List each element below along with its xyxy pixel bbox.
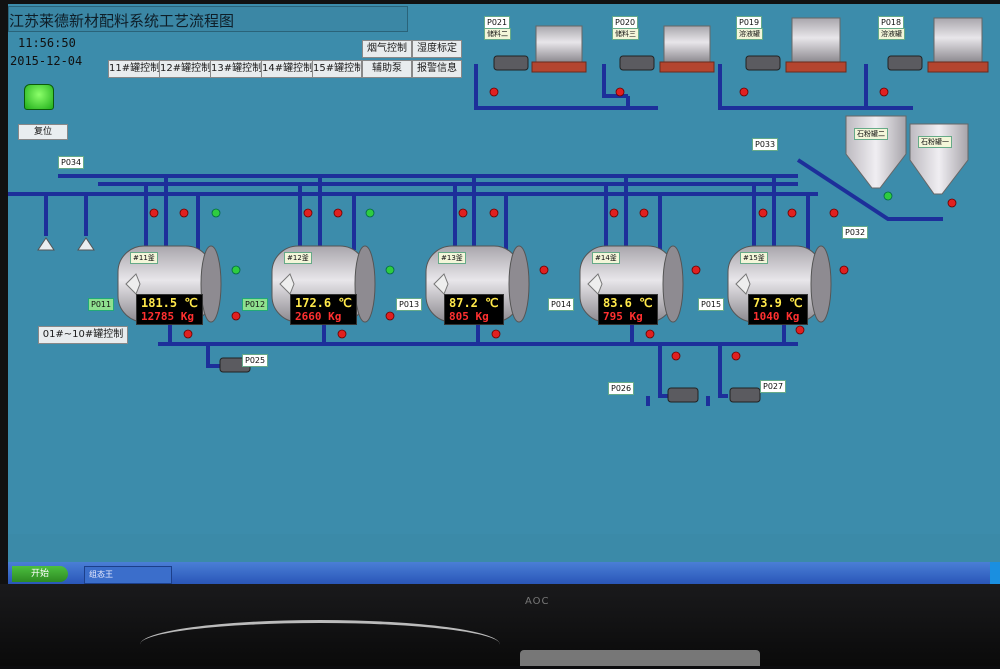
aux-pump-button[interactable]: 辅助泵 — [362, 60, 412, 78]
reactor-13-pump[interactable]: P013 — [396, 298, 423, 311]
reactor-13-temp-unit: ℃ — [485, 296, 499, 310]
system-tray — [990, 562, 1000, 584]
reactor-15-readout: 73.9 ℃ 1040 Kg — [748, 294, 808, 325]
reactor-12-temp-unit: ℃ — [338, 296, 352, 310]
pump-tag-p025[interactable]: P025 — [242, 354, 269, 367]
reactor-14-name: #14釜 — [592, 252, 620, 264]
reactor-13-weight: 805 — [449, 310, 469, 323]
hmi-screen: 江苏莱德新材配料系统工艺流程图 11:56:50 2015-12-04 复位 烟… — [8, 4, 1000, 584]
taskbar-window-item[interactable]: 组态王 — [84, 566, 172, 584]
page-title: 江苏莱德新材配料系统工艺流程图 — [9, 12, 235, 30]
status-lamp-icon — [24, 84, 54, 110]
reactor-14-pump[interactable]: P014 — [548, 298, 575, 311]
reactor-12-temperature: 172.6 — [295, 296, 332, 310]
cable — [140, 620, 500, 669]
tab-tank-11[interactable]: 11#罐控制 — [108, 60, 160, 78]
reactor-13-temperature: 87.2 — [449, 296, 478, 310]
pump-tag-p034[interactable]: P034 — [58, 156, 85, 169]
humidity-calibration-button[interactable]: 湿度标定 — [412, 40, 462, 58]
reactor-11-temperature: 181.5 — [141, 296, 178, 310]
reactor-14-weight-unit: Kg — [629, 310, 643, 323]
start-button[interactable]: 开始 — [12, 566, 68, 582]
reactor-15-temperature: 73.9 — [753, 296, 782, 310]
tab-tank-14[interactable]: 14#罐控制 — [261, 60, 313, 78]
tab-tank-12[interactable]: 12#罐控制 — [159, 60, 211, 78]
pump-tag-p033[interactable]: P033 — [752, 138, 779, 151]
lime-silo-1-label: 石粉罐一 — [918, 136, 952, 148]
lime-silo-2-label: 石粉罐二 — [854, 128, 888, 140]
pump-tag-p026[interactable]: P026 — [608, 382, 635, 395]
smoke-control-button[interactable]: 烟气控制 — [362, 40, 412, 58]
reactor-14-readout: 83.6 ℃ 795 Kg — [598, 294, 658, 325]
reactor-11-readout: 181.5 ℃ 12785 Kg — [136, 294, 203, 325]
keyboard-edge — [520, 650, 760, 666]
tab-tank-13[interactable]: 13#罐控制 — [210, 60, 262, 78]
reactor-15-name: #15釜 — [740, 252, 768, 264]
reactor-14-temp-unit: ℃ — [639, 296, 653, 310]
alarm-info-button[interactable]: 报警信息 — [412, 60, 462, 78]
storage-label-4: 溶液罐 — [878, 28, 905, 40]
reset-button[interactable]: 复位 — [18, 124, 68, 140]
tanks-01-10-control-button[interactable]: 01#~10#罐控制 — [38, 326, 128, 344]
reactor-13-weight-unit: Kg — [475, 310, 489, 323]
legend-bar — [8, 534, 1000, 562]
reactor-11-pump[interactable]: P011 — [88, 298, 115, 311]
reactor-15-weight-unit: Kg — [786, 310, 800, 323]
reactor-11-weight: 12785 — [141, 310, 175, 323]
pump-tag-p032[interactable]: P032 — [842, 226, 869, 239]
clock: 11:56:50 — [18, 36, 76, 50]
reactor-11-temp-unit: ℃ — [184, 296, 198, 310]
reactor-11-name: #11釜 — [130, 252, 158, 264]
reactor-13-name: #13釜 — [438, 252, 466, 264]
storage-label-2: 储料三 — [612, 28, 639, 40]
storage-label-1: 储料二 — [484, 28, 511, 40]
storage-label-3: 溶液罐 — [736, 28, 763, 40]
taskbar — [8, 562, 1000, 584]
reactor-14-temperature: 83.6 — [603, 296, 632, 310]
reactor-14-weight: 795 — [603, 310, 623, 323]
reactor-13-readout: 87.2 ℃ 805 Kg — [444, 294, 504, 325]
reactor-12-readout: 172.6 ℃ 2660 Kg — [290, 294, 357, 325]
reactor-11-weight-unit: Kg — [180, 310, 194, 323]
pump-tag-p021[interactable]: P021 — [484, 16, 511, 29]
reactor-12-pump[interactable]: P012 — [242, 298, 269, 311]
reactor-15-weight: 1040 — [753, 310, 780, 323]
tab-tank-15[interactable]: 15#罐控制 — [312, 60, 362, 78]
reactor-12-weight: 2660 — [295, 310, 322, 323]
date: 2015-12-04 — [10, 54, 83, 68]
reactor-15-pump[interactable]: P015 — [698, 298, 725, 311]
reactor-15-temp-unit: ℃ — [789, 296, 803, 310]
title-bar: 江苏莱德新材配料系统工艺流程图 — [8, 6, 408, 32]
reactor-12-name: #12釜 — [284, 252, 312, 264]
reactor-12-weight-unit: Kg — [328, 310, 342, 323]
monitor-logo: AOC — [525, 596, 550, 607]
pump-tag-p027[interactable]: P027 — [760, 380, 787, 393]
